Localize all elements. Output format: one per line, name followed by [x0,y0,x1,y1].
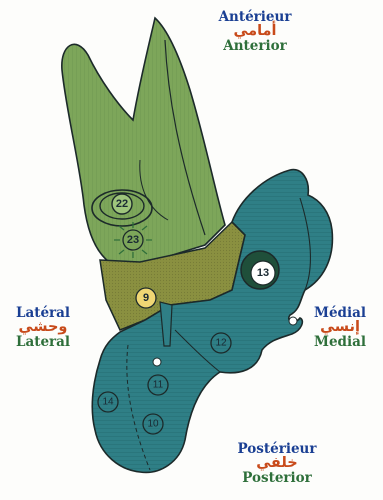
marker-12-label: 12 [215,338,227,349]
label-medial-ar: إنسي [300,320,380,335]
marker-13-group: 13 [241,251,279,289]
label-medial-fr: Médial [300,306,380,320]
label-medial-en: Medial [300,335,380,349]
label-posterior-en: Posterior [222,471,332,485]
label-anterior: Antérieur أمامي Anterior [200,10,310,54]
label-lateral-en: Lateral [2,335,84,349]
label-lateral-ar: وحشي [2,320,84,335]
marker-10-label: 10 [147,419,159,430]
label-medial: Médial إنسي Medial [300,306,380,350]
marker-22-label: 22 [116,198,128,210]
label-lateral-fr: Latéral [2,306,84,320]
label-anterior-ar: أمامي [200,24,310,39]
label-posterior-fr: Postérieur [222,442,332,456]
small-foramen [153,358,161,366]
marker-11-label: 11 [153,380,164,391]
label-posterior-ar: خلفي [222,456,332,471]
medial-notch [289,317,297,325]
marker-9-group: 9 [136,288,156,308]
marker-13-label: 13 [257,267,269,279]
marker-14-label: 14 [102,397,114,408]
marker-9-label: 9 [143,292,149,304]
label-lateral: Latéral وحشي Lateral [2,306,84,350]
marker-23-label: 23 [127,234,139,246]
label-posterior: Postérieur خلفي Posterior [222,442,332,486]
anterior-green-bone [62,18,225,268]
label-anterior-en: Anterior [200,39,310,53]
